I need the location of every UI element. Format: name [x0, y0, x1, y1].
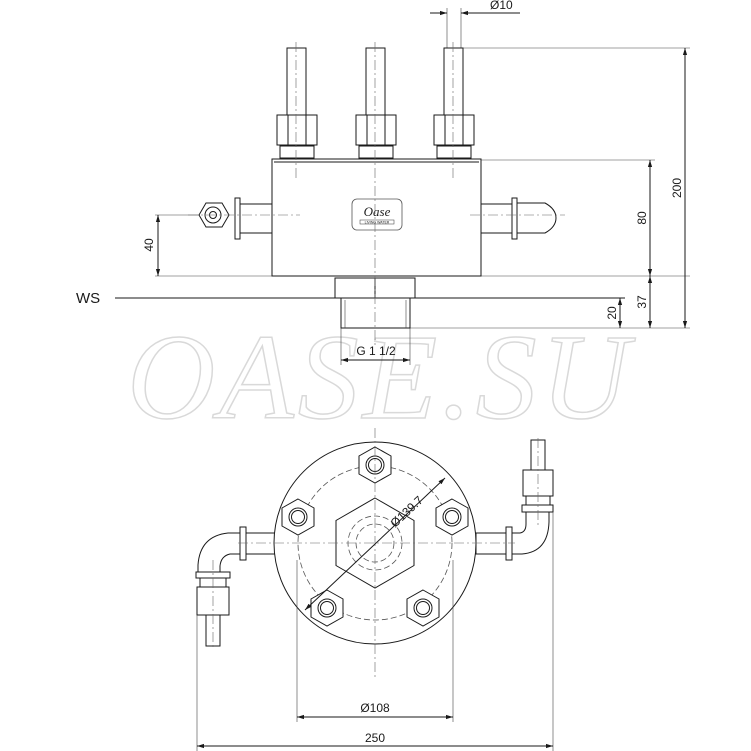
top-pipe-middle — [355, 47, 397, 159]
side-outlet-right — [480, 197, 557, 240]
dim-body-height: 80 — [635, 211, 649, 225]
oase-logo: Oase LIVING WATER — [351, 198, 403, 231]
dim-pipe-diameter: Ø10 — [490, 0, 513, 12]
dim-total-height: 200 — [670, 178, 684, 198]
dim-ws-to-top: 37 — [635, 295, 649, 309]
dim-thread-length: 20 — [605, 306, 619, 320]
dim-bolt-circle: Ø108 — [360, 701, 390, 715]
bottom-outlet-left — [195, 526, 276, 647]
side-outlet-left — [198, 197, 273, 240]
top-pipe-right — [433, 47, 475, 159]
bottom-view: Ø139.7 Ø108 250 — [195, 428, 554, 751]
watermark: OASE.SU — [127, 310, 636, 445]
svg-text:Oase: Oase — [364, 204, 391, 219]
ws-label: WS — [76, 290, 100, 307]
dim-total-width: 250 — [365, 731, 385, 745]
dim-outlet-height: 40 — [142, 238, 156, 252]
thread-label: G 1 1/2 — [356, 344, 396, 358]
top-pipe-left — [276, 47, 318, 159]
bottom-outlet-right — [475, 439, 554, 561]
svg-text:LIVING WATER: LIVING WATER — [365, 220, 390, 224]
side-view: Oase LIVING WATER — [76, 0, 690, 365]
